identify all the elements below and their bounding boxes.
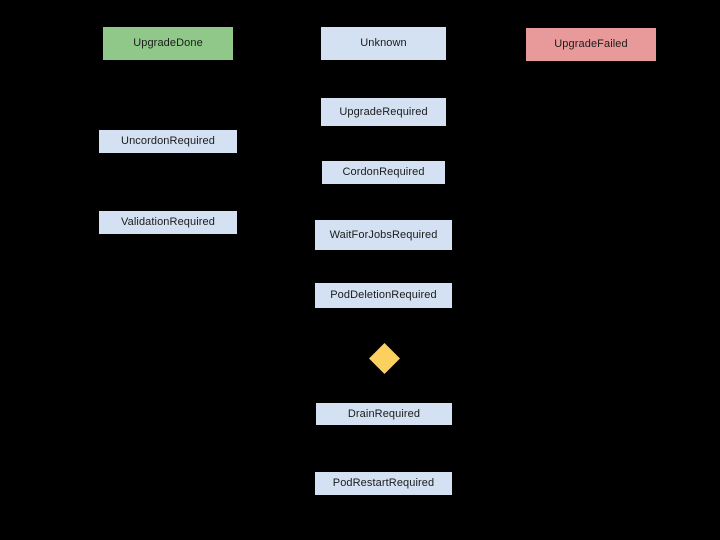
state-node-uncordon-required[interactable]: UncordonRequired bbox=[99, 130, 237, 153]
state-node-label: UpgradeRequired bbox=[339, 105, 428, 118]
state-node-validation-required[interactable]: ValidationRequired bbox=[99, 211, 237, 234]
state-node-label: CordonRequired bbox=[342, 166, 425, 179]
state-node-drain-required[interactable]: DrainRequired bbox=[316, 403, 452, 425]
state-node-pod-restart-required[interactable]: PodRestartRequired bbox=[315, 472, 452, 495]
state-node-upgrade-done[interactable]: UpgradeDone bbox=[103, 27, 233, 60]
state-node-label: Unknown bbox=[360, 37, 407, 50]
state-node-unknown[interactable]: Unknown bbox=[321, 27, 446, 60]
state-node-label: UpgradeDone bbox=[133, 37, 203, 50]
state-node-label: ValidationRequired bbox=[121, 216, 215, 229]
state-node-label: DrainRequired bbox=[347, 407, 421, 420]
state-node-pod-deletion-required[interactable]: PodDeletionRequired bbox=[315, 283, 452, 308]
decision-diamond-node[interactable] bbox=[369, 343, 400, 374]
state-node-label: PodDeletionRequired bbox=[330, 289, 437, 302]
diamond-polygon bbox=[369, 343, 400, 374]
state-node-upgrade-required[interactable]: UpgradeRequired bbox=[321, 98, 446, 126]
state-node-cordon-required[interactable]: CordonRequired bbox=[322, 161, 445, 184]
state-node-label: PodRestartRequired bbox=[332, 477, 435, 490]
state-node-wait-for-jobs-required[interactable]: WaitForJobsRequired bbox=[315, 220, 452, 250]
diamond-icon bbox=[369, 343, 400, 374]
state-node-label: UpgradeFailed bbox=[554, 38, 628, 51]
state-node-label: WaitForJobsRequired bbox=[329, 228, 438, 241]
state-node-label: UncordonRequired bbox=[121, 135, 215, 148]
state-node-upgrade-failed[interactable]: UpgradeFailed bbox=[526, 28, 656, 61]
